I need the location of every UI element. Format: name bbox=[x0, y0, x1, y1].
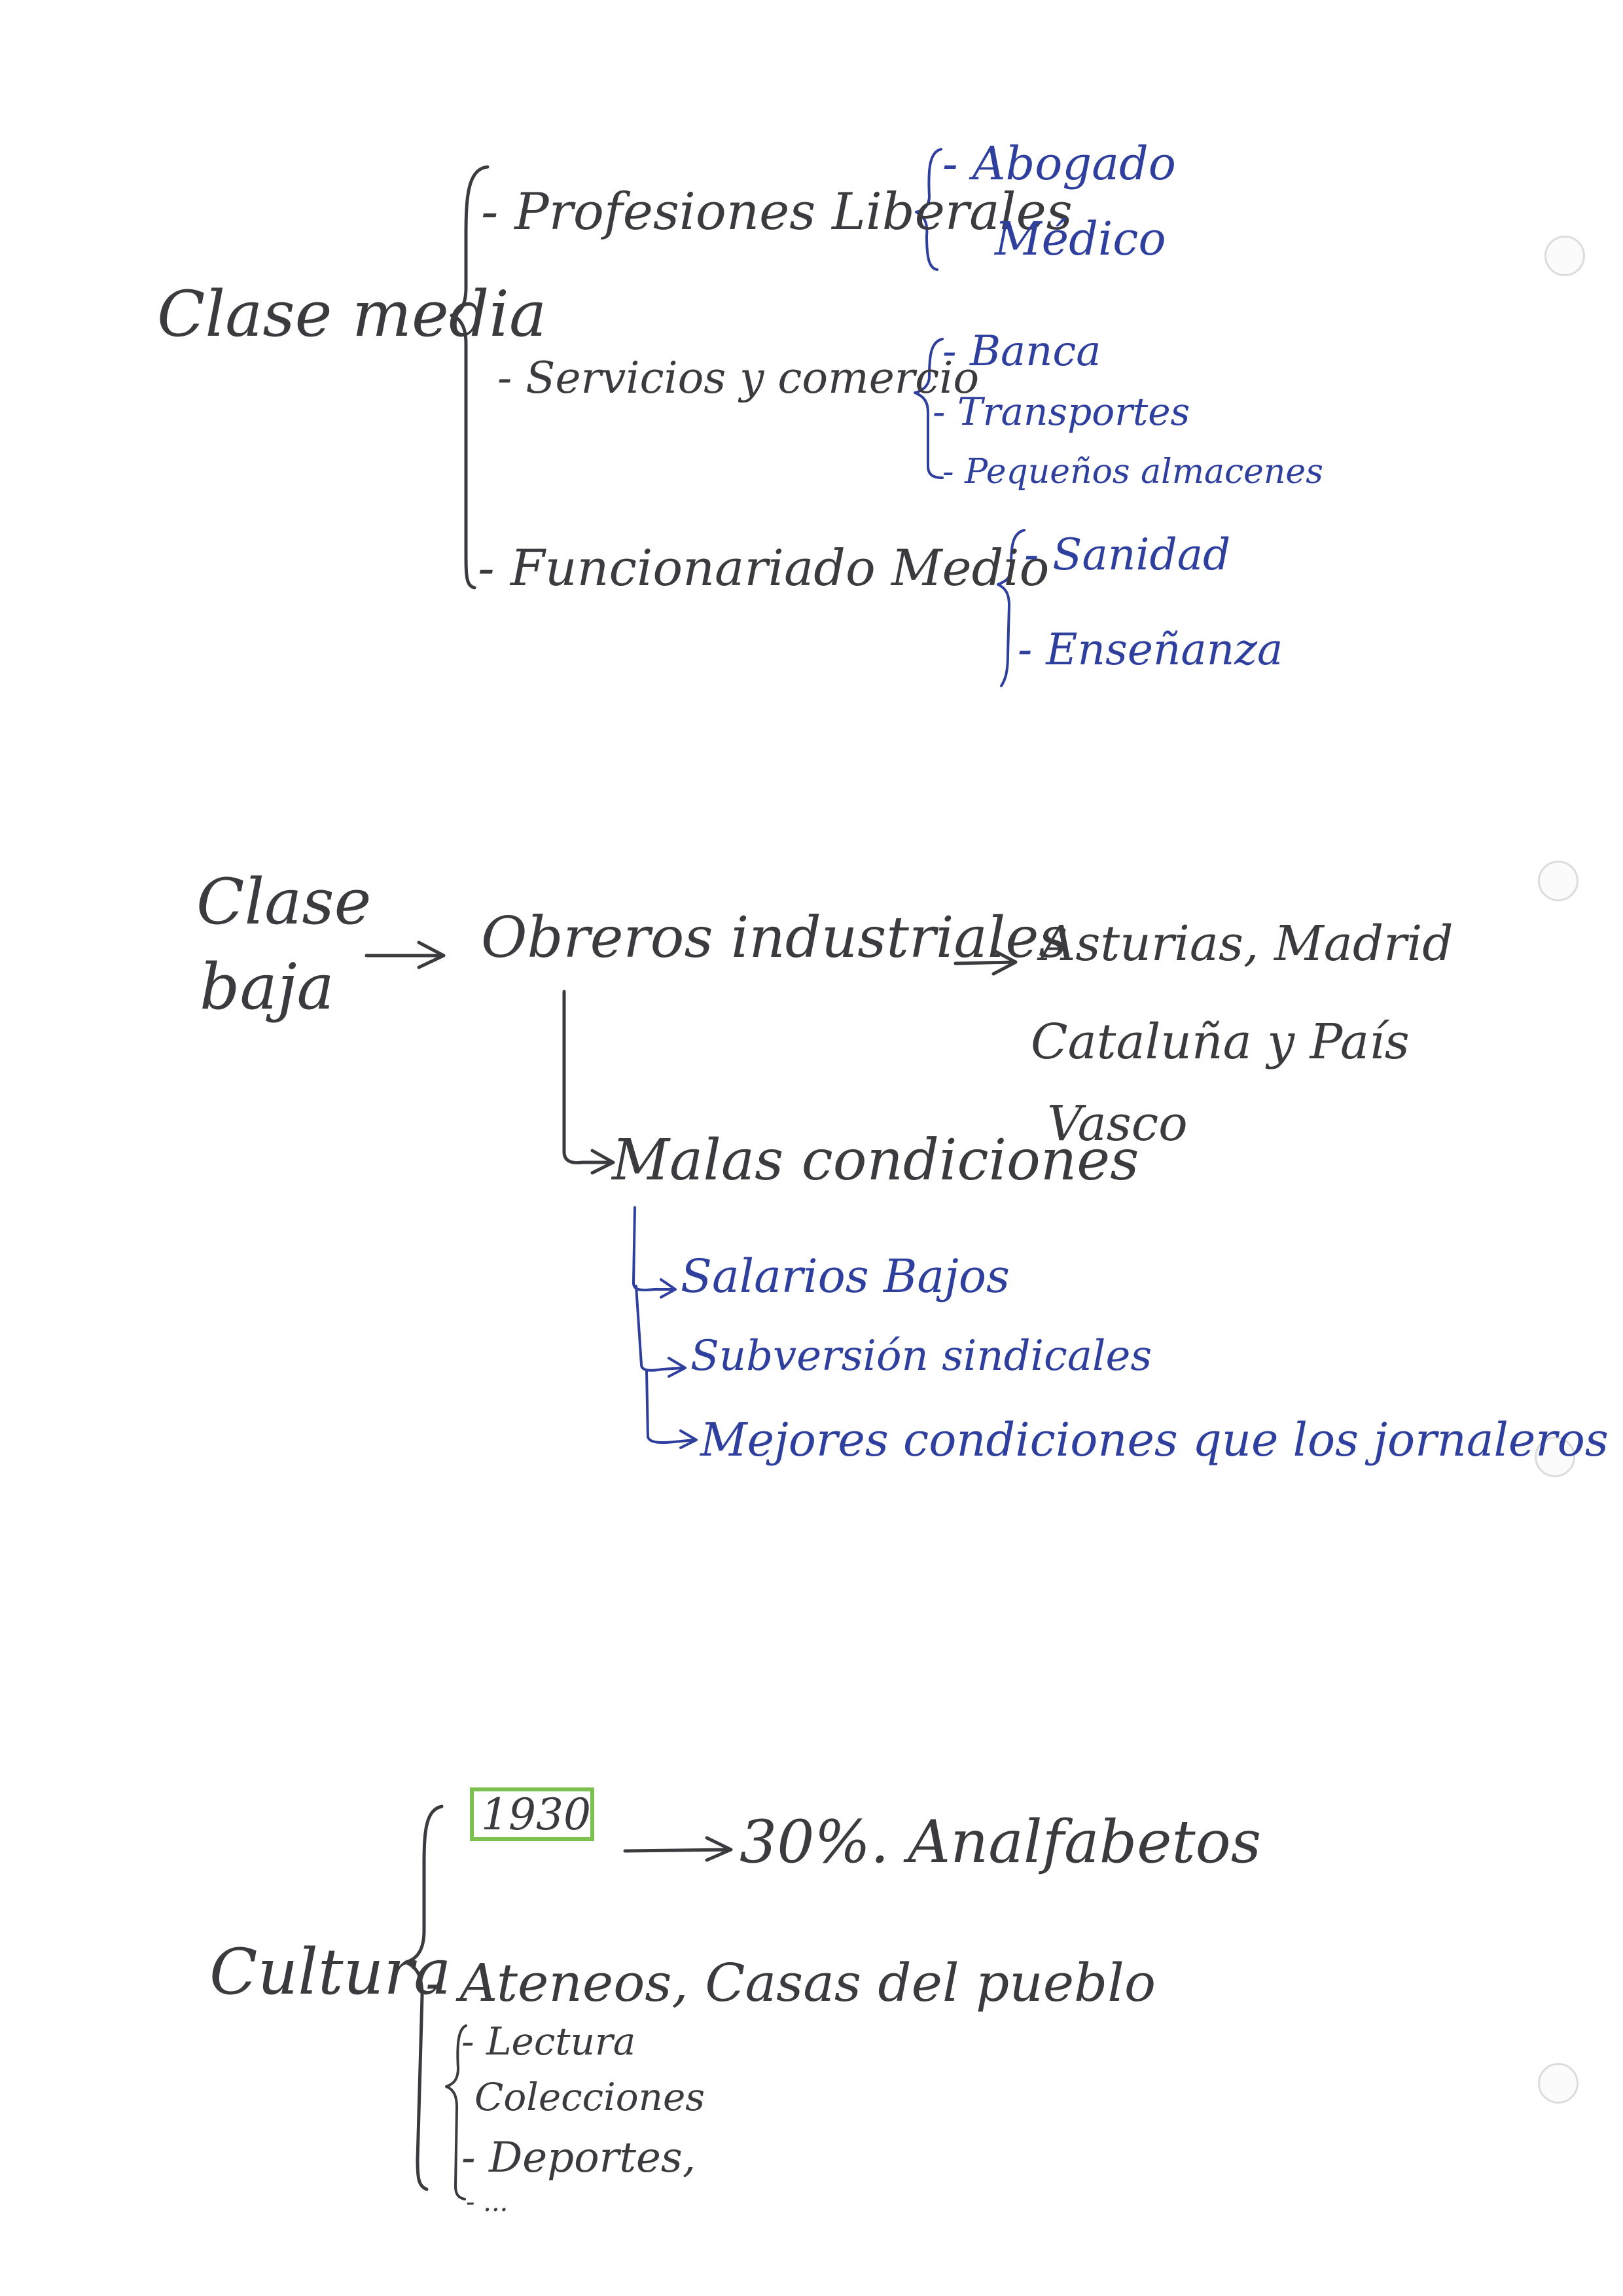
item-subversion-sindicales: Subversión sindicales bbox=[690, 1332, 1152, 1380]
cultura-title: Cultura bbox=[209, 1935, 452, 2009]
obreros-industriales: Obreros industriales bbox=[481, 905, 1068, 971]
branch-funcionariado-medio: - Funcionariado Medio bbox=[478, 539, 1050, 597]
year-1930: 1930 bbox=[481, 1789, 591, 1840]
punch-hole-3 bbox=[1535, 1437, 1575, 1477]
item-lectura: - Lectura bbox=[461, 2019, 636, 2064]
item-colecciones: Colecciones bbox=[474, 2075, 705, 2119]
ateneos-casas-pueblo: - Ateneos, Casas del pueblo bbox=[425, 1952, 1156, 2013]
punch-hole-1 bbox=[1544, 236, 1585, 276]
punch-hole-4 bbox=[1538, 2063, 1578, 2104]
item-banca: - Banca bbox=[942, 327, 1101, 376]
regions-line-2: Cataluña y País bbox=[1031, 1014, 1410, 1070]
item-abogado: - Abogado bbox=[942, 137, 1176, 190]
item-transportes: - Transportes bbox=[933, 389, 1190, 434]
item-deportes: - Deportes, bbox=[461, 2134, 696, 2182]
item-sanidad: - Sanidad bbox=[1024, 529, 1231, 580]
clase-media-title: Clase media bbox=[157, 278, 547, 351]
regions-line-3: Vasco bbox=[1047, 1096, 1188, 1152]
clase-baja-title-line1: Clase bbox=[196, 865, 372, 939]
malas-condiciones: Malas condiciones bbox=[612, 1128, 1139, 1193]
item-medico: Médico bbox=[995, 212, 1166, 266]
analfabetos-30: 30%. Analfabetos bbox=[740, 1808, 1262, 1876]
item-mejores-condiciones: Mejores condiciones que los jornaleros bbox=[700, 1413, 1609, 1467]
item-ellipsis: - ... bbox=[466, 2187, 508, 2217]
regions-line-1: Asturias, Madrid bbox=[1041, 916, 1454, 972]
clase-baja-title-line2: baja bbox=[200, 950, 334, 1024]
item-ensenanza: - Enseñanza bbox=[1018, 624, 1283, 675]
item-pequenos-almacenes: - Pequeños almacenes bbox=[942, 452, 1323, 492]
item-salarios-bajos: Salarios Bajos bbox=[681, 1249, 1010, 1303]
branch-profesiones-liberales: - Profesiones Liberales bbox=[481, 183, 1073, 242]
punch-hole-2 bbox=[1538, 861, 1578, 901]
branch-servicios-comercio: - Servicios y comercio bbox=[497, 353, 980, 403]
year-highlight-box bbox=[470, 1787, 594, 1841]
